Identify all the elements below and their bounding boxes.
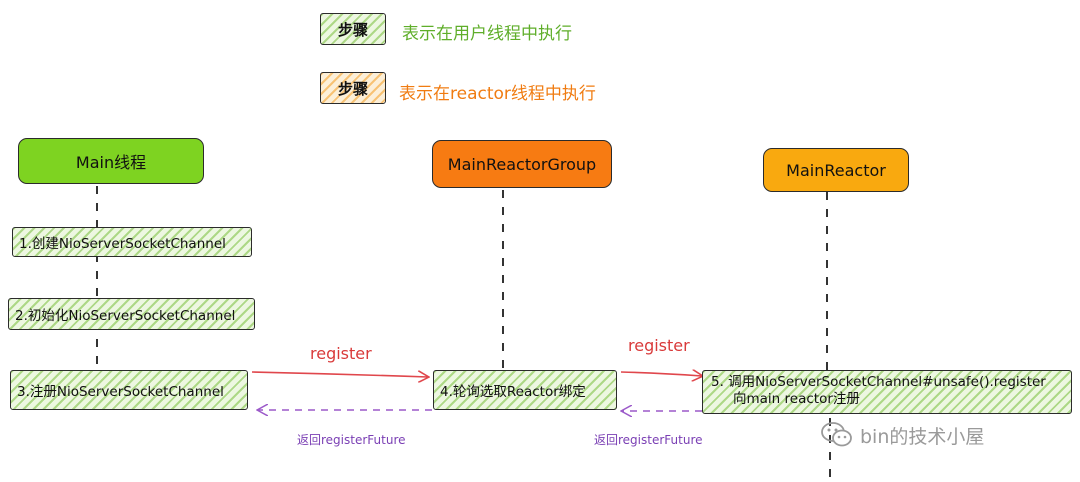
register-arrow-2: [620, 372, 702, 376]
watermark-text: bin的技术小屋: [860, 425, 985, 448]
lane-header-main-thread: Main线程: [18, 138, 204, 184]
return-label-1: 返回registerFuture: [297, 433, 406, 447]
legend-text-user: 表示在用户线程中执行: [402, 24, 572, 44]
step-2-init-channel: 2.初始化NioServerSocketChannel: [8, 298, 255, 330]
lane-header-main-reactor-group: MainReactorGroup: [432, 140, 612, 188]
legend-text-reactor: 表示在reactor线程中执行: [399, 84, 596, 104]
wechat-icon: [821, 422, 852, 447]
step-1-create-channel: 1.创建NioServerSocketChannel: [12, 227, 252, 257]
step-5-line-2: 向main reactor注册: [733, 391, 860, 407]
step-5-line-1: 5. 调用NioServerSocketChannel#unsafe().reg…: [711, 374, 1046, 390]
step-4-select-reactor: 4.轮询选取Reactor绑定: [433, 370, 617, 410]
lane-header-main-reactor: MainReactor: [763, 148, 909, 192]
step-5-reactor-register: 5. 调用NioServerSocketChannel#unsafe().reg…: [702, 370, 1072, 414]
legend-chip-reactor: 步骤: [320, 72, 386, 104]
legend-chip-user: 步骤: [320, 13, 386, 45]
step-3-register-channel: 3.注册NioServerSocketChannel: [10, 370, 248, 410]
register-label-1: register: [310, 344, 372, 363]
watermark: bin的技术小屋: [820, 421, 984, 449]
register-arrow-1: [251, 372, 428, 377]
register-label-2: register: [628, 336, 690, 355]
return-label-2: 返回registerFuture: [594, 433, 703, 447]
